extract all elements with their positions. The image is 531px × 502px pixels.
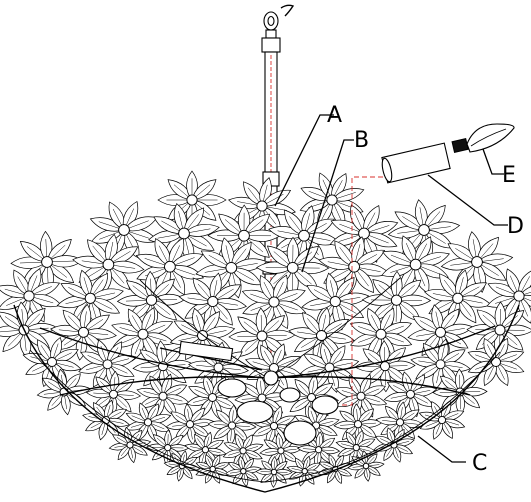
frame-wires — [39, 277, 496, 396]
flower-icon — [111, 307, 175, 362]
leader-line-d — [427, 174, 508, 226]
flower-icon — [255, 456, 293, 488]
flower-icon — [354, 340, 416, 393]
flower-icon — [56, 269, 124, 327]
callout-d-label: D — [507, 214, 524, 239]
flower-icon — [222, 433, 264, 469]
flower-icon — [347, 450, 385, 482]
callout-c-label: C — [472, 451, 487, 476]
flower-icon — [165, 403, 215, 446]
callout-a-label: A — [327, 103, 342, 128]
lamp-socket-icon — [217, 378, 339, 446]
leader-lines — [274, 114, 508, 463]
leader-line-c — [417, 435, 466, 463]
flower-shade — [0, 170, 531, 488]
flower-icon — [335, 429, 378, 466]
candle-bulb-icon — [466, 123, 515, 153]
leader-line-e — [482, 148, 504, 175]
flower-icon — [195, 237, 268, 299]
flower-icon — [286, 455, 323, 487]
callout-e-label: E — [502, 163, 516, 188]
leader-line-b — [301, 139, 354, 273]
callout-b-label: B — [354, 128, 369, 153]
flower-icon — [50, 303, 117, 361]
lamp-socket-icon — [381, 137, 469, 184]
flower-icon — [361, 270, 432, 330]
flower-icon — [410, 338, 471, 390]
flower-icon — [440, 231, 514, 293]
shade-bottom-rim — [13, 304, 520, 493]
flower-icon — [349, 307, 413, 361]
callout-labels: A B C D E — [327, 103, 524, 476]
flower-icon — [163, 450, 201, 482]
ceiling-hook-icon — [261, 4, 295, 53]
flower-icon — [85, 370, 142, 418]
flower-icon — [135, 237, 205, 296]
leader-line-a — [274, 114, 334, 207]
flower-icon — [486, 268, 531, 324]
flower-icon — [288, 307, 355, 364]
flower-icon — [0, 301, 58, 359]
